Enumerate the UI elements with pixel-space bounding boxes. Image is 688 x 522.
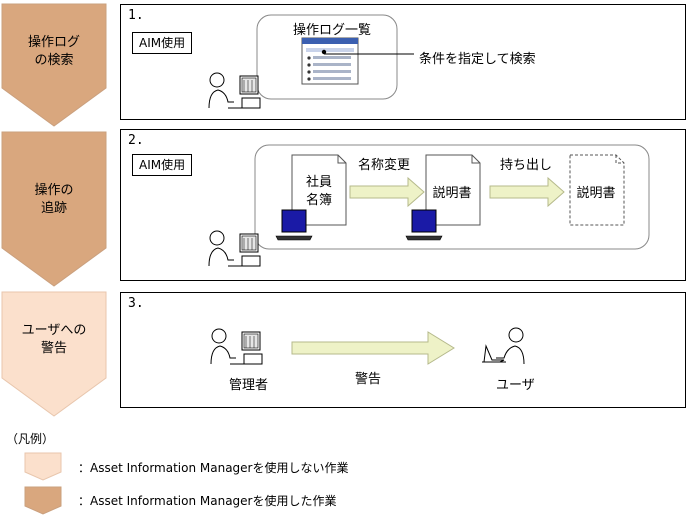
admin-icon: [210, 328, 263, 365]
document-label-1: 社員 名簿: [305, 175, 332, 208]
legend-title: （凡例）: [6, 432, 55, 446]
user-label: ユーザ: [496, 378, 535, 393]
step2-number: 2.: [128, 133, 144, 148]
step3-number: 3.: [128, 296, 144, 311]
step1-callout: 条件を指定して検索: [419, 52, 536, 67]
document-label-2: 説明書: [432, 186, 472, 201]
legend-item-2: ：Asset Information Managerを使用した作業: [78, 494, 337, 508]
chevron-step1: [1, 3, 107, 127]
step1-window-title: 操作ログ一覧: [293, 23, 372, 38]
chevron-step2-label: 操作の 追跡: [34, 183, 74, 216]
chevron-step3-label: ユーザへの 警告: [21, 323, 87, 356]
dark-chevron-icon: [24, 486, 62, 515]
step1-aim-tag: AIM使用: [132, 32, 193, 54]
warning-arrow: [291, 331, 455, 365]
operator-icon-2: [208, 230, 261, 267]
document-label-3: 説明書: [576, 186, 616, 201]
arrow1: [349, 176, 425, 208]
chevron-step1-label: 操作ログ の検索: [27, 35, 80, 68]
warning-arrow-label: 警告: [355, 372, 382, 387]
chevron-step2: [1, 131, 107, 287]
step2-aim-tag: AIM使用: [132, 154, 193, 176]
arrow2: [489, 176, 565, 208]
legend-item-1: ：Asset Information Managerを使用しない作業: [78, 461, 349, 475]
step1-number: 1.: [128, 8, 144, 23]
admin-label: 管理者: [229, 378, 269, 393]
log-window-icon: [301, 37, 359, 85]
arrow1-label: 名称変更: [358, 158, 411, 173]
laptop-icon-2: [405, 209, 443, 241]
document-icon-3: [569, 154, 625, 226]
chevron-step3: [1, 291, 107, 417]
arrow2-label: 持ち出し: [500, 158, 553, 173]
user-icon: [482, 327, 525, 365]
callout-line: [324, 53, 414, 55]
laptop-icon-1: [275, 209, 313, 241]
operator-icon: [208, 72, 261, 109]
light-chevron-icon: [24, 452, 62, 481]
